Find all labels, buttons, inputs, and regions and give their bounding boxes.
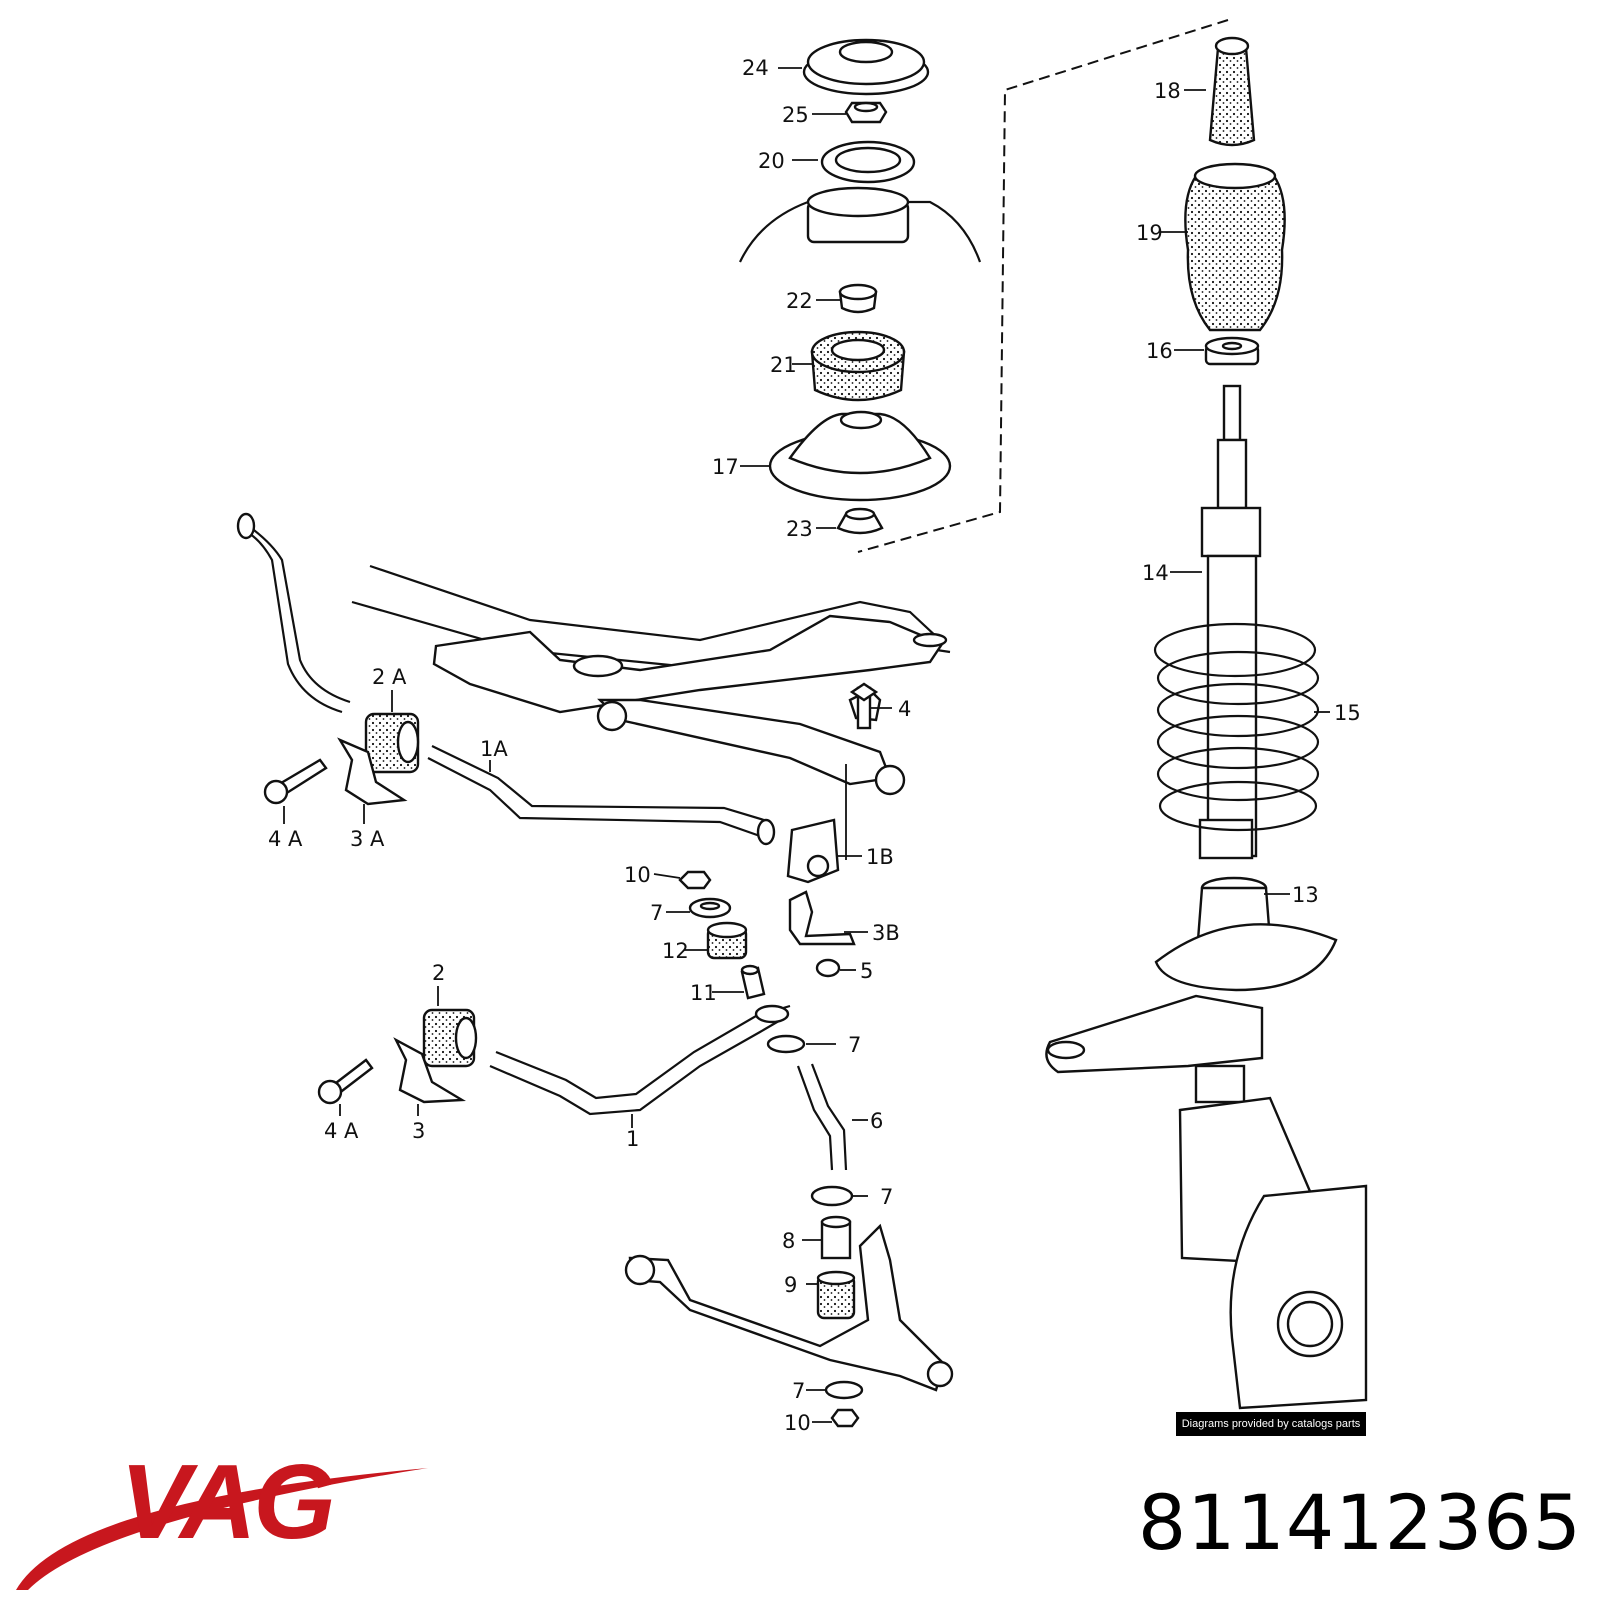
callout-4a-top: 4 A <box>268 827 303 851</box>
top-mount-stack <box>739 38 982 535</box>
callout-4a-bottom: 4 A <box>324 1119 359 1143</box>
stabilizer-bar-1a <box>236 512 856 978</box>
callout-10-bottom: 10 <box>784 1411 811 1435</box>
shock-absorber-assembly <box>1045 36 1368 1410</box>
callout-20: 20 <box>758 149 785 173</box>
callout-19: 19 <box>1136 221 1163 245</box>
vag-logo: VAG <box>16 1443 428 1590</box>
callout-1a: 1A <box>480 737 508 761</box>
lower-control-arm <box>624 1223 954 1392</box>
callout-13: 13 <box>1292 883 1319 907</box>
subframe <box>351 564 951 714</box>
callout-17: 17 <box>712 455 739 479</box>
callout-23: 23 <box>786 517 813 541</box>
callout-6: 6 <box>870 1109 883 1133</box>
callout-25: 25 <box>782 103 809 127</box>
callout-2a: 2 A <box>372 665 407 689</box>
callout-1b: 1B <box>866 845 894 869</box>
callout-16: 16 <box>1146 339 1173 363</box>
callout-3b: 3B <box>872 921 900 945</box>
upper-control-arm <box>596 682 906 796</box>
callout-15: 15 <box>1334 701 1361 725</box>
callout-7-d: 7 <box>792 1379 805 1403</box>
assembly-bracket-dashed <box>857 19 1229 553</box>
callout-7-b: 7 <box>848 1033 861 1057</box>
stabilizer-bar-1 <box>317 1004 864 1428</box>
callout-4: 4 <box>898 697 911 721</box>
callout-7-a: 7 <box>650 901 663 925</box>
callout-5: 5 <box>860 959 873 983</box>
callout-24: 24 <box>742 56 769 80</box>
callout-7-c: 7 <box>880 1185 893 1209</box>
callout-2: 2 <box>432 961 445 985</box>
callout-3: 3 <box>412 1119 425 1143</box>
logo-wordmark: VAG <box>120 1443 333 1561</box>
callout-8: 8 <box>782 1229 795 1253</box>
callout-11: 11 <box>690 981 717 1005</box>
callout-21: 21 <box>770 353 797 377</box>
callout-1: 1 <box>626 1127 639 1151</box>
callout-14: 14 <box>1142 561 1169 585</box>
part-number: 811412365 <box>1137 1478 1582 1567</box>
callout-12: 12 <box>662 939 689 963</box>
diagram-credit-badge: Diagrams provided by catalogs parts <box>1176 1412 1366 1436</box>
callout-10-top: 10 <box>624 863 651 887</box>
callout-22: 22 <box>786 289 813 313</box>
link-hardware-stack <box>678 870 766 1000</box>
coil-spring <box>1153 622 1320 832</box>
callout-18: 18 <box>1154 79 1181 103</box>
callout-3a: 3 A <box>350 827 385 851</box>
callout-9: 9 <box>784 1273 797 1297</box>
leader-lines <box>283 67 1330 1423</box>
